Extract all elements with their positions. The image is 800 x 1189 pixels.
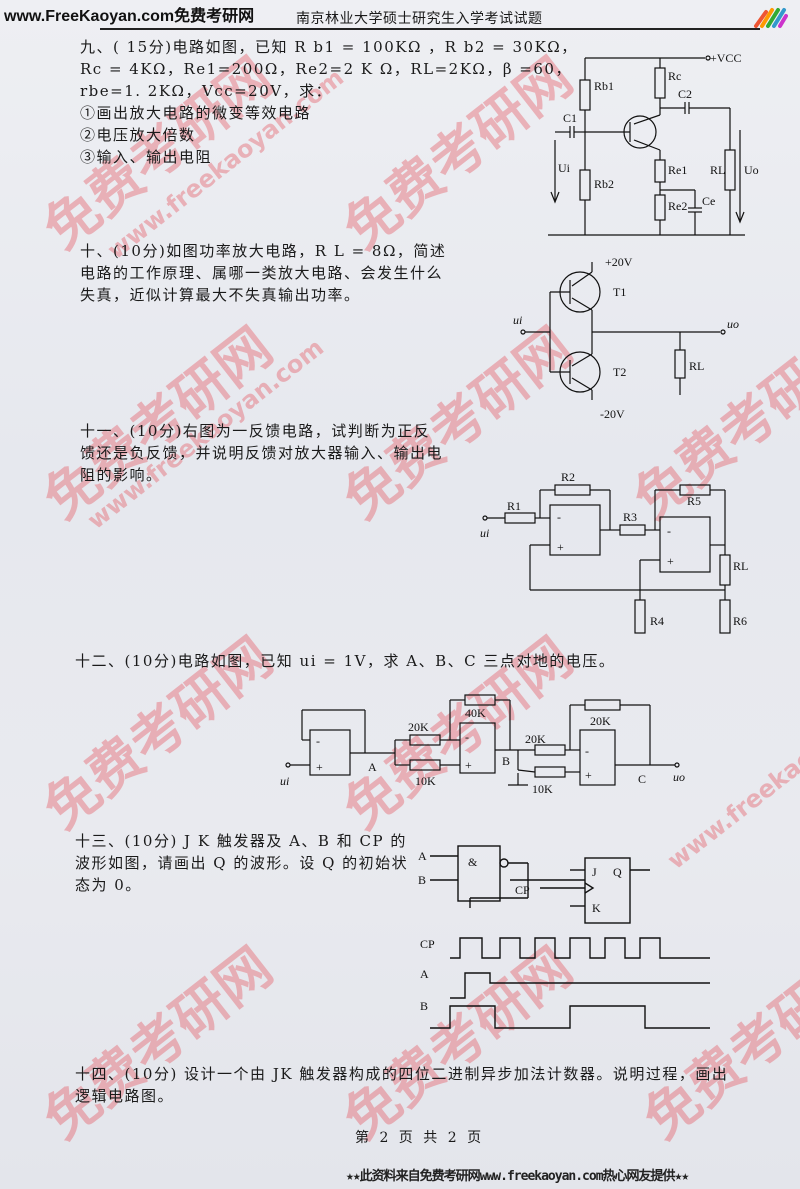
question-9: 九、( 15分)电路如图，已知 R b1 = 100KΩ ，R b2 = 30K… [80,36,578,168]
re2-label: Re2 [668,199,687,213]
cp-label: CP [515,883,530,897]
t2-label: T2 [613,365,626,379]
q12-circuit-diagram: 20K 40K 10K 20K 10K 20K A B C ui uo - + … [280,694,685,796]
r20k-label: 20K [408,720,429,734]
q14-line: 十四、(10分) 设计一个由 JK 触发器构成的四位二进制异步加法计数器。说明过… [75,1065,729,1083]
input-b-label: B [418,873,426,887]
rl-label: RL [689,359,704,373]
r4-label: R4 [650,614,664,628]
page-number: 第 2 页 共 2 页 [355,1130,485,1146]
j-label: J [592,865,597,879]
rl-label: RL [733,559,748,573]
question-14: 十四、(10分) 设计一个由 JK 触发器构成的四位二进制异步加法计数器。说明过… [75,1063,728,1107]
vneg-label: -20V [600,407,625,421]
c1-label: C1 [563,111,577,125]
ui-label: ui [513,313,522,327]
r2-label: R2 [561,470,575,484]
q9-line: ③输入、输出电阻 [80,148,213,166]
r1-label: R1 [507,499,521,513]
ui-label: Ui [558,161,571,175]
q11-line: 十一、(10分)右图为一反馈电路，试判断为正反 [80,422,431,440]
cp-waveform-label: CP [420,937,435,951]
minus-sign: - [557,510,561,524]
question-13: 十三、(10分) J K 触发器及 A、B 和 CP 的 波形如图，请画出 Q … [75,830,408,896]
q13-line: 波形如图，请画出 Q 的波形。设 Q 的初始状 [75,854,409,872]
r5-label: R5 [687,494,701,508]
header-divider [100,28,760,30]
rb2-label: Rb2 [594,177,614,191]
logo-icon [754,8,788,28]
question-10: 十、(10分)如图功率放大电路，R L = 8Ω，简述 电路的工作原理、属哪一类… [80,240,446,306]
vpos-label: +20V [605,255,633,269]
minus-sign: - [667,524,671,538]
plus-sign: + [667,554,674,568]
q11-circuit-diagram: R1 R2 R3 R4 R5 R6 RL ui - + - + [480,470,748,634]
question-11: 十一、(10分)右图为一反馈电路，试判断为正反 馈还是负反馈，并说明反馈对放大器… [80,420,443,486]
r20k-label: 20K [590,714,611,728]
r3-label: R3 [623,510,637,524]
q10-circuit-diagram: +20V -20V T1 T2 ui uo RL [513,255,739,421]
q13-line: 十三、(10分) J K 触发器及 A、B 和 CP 的 [75,832,407,850]
rl-label: RL [710,163,725,177]
q9-line: 九、( 15分)电路如图，已知 R b1 = 100KΩ ，R b2 = 30K… [80,38,578,56]
and-gate-label: & [468,855,478,869]
uo-label: uo [727,317,739,331]
r10k-label: 10K [415,774,436,788]
plus-sign: + [557,540,564,554]
rc-label: Rc [668,69,681,83]
plus-sign: + [465,758,472,772]
plus-sign: + [585,768,592,782]
q10-line: 电路的工作原理、属哪一类放大电路、会发生什么 [80,264,444,282]
q9-line: ①画出放大电路的微变等效电路 [80,104,312,122]
ui-label: ui [280,774,289,788]
q9-line: rbe=1. 2KΩ，Vcc=20V，求： [80,82,333,100]
minus-sign: - [316,734,320,748]
r10k-label: 10K [532,782,553,796]
q9-circuit-diagram: +VCC Rb1 Rb2 Rc C1 C2 Re1 Re2 Ce RL Ui U… [548,51,759,236]
input-a-label: A [418,849,427,863]
uo-label: uo [673,770,685,784]
q-label: Q [613,865,622,879]
k-label: K [592,901,601,915]
b-waveform-label: B [420,999,428,1013]
a-waveform-label: A [420,967,429,981]
r40k-label: 40K [465,706,486,720]
node-b-label: B [502,754,510,768]
exam-title: 南京林业大学硕士研究生入学考试试题 [296,11,543,27]
footer-banner: ★★此资料来自免费考研网www.freekaoyan.com热心网友提供★★ [346,1169,689,1184]
re1-label: Re1 [668,163,687,177]
r20k-label: 20K [525,732,546,746]
q13-circuit-diagram: A B & CP J K Q CP A B [418,845,710,1029]
vcc-label: +VCC [710,51,741,65]
question-12: 十二、(10分)电路如图，已知 ui = 1V，求 A、B、C 三点对地的电压。 [75,652,616,670]
t1-label: T1 [613,285,626,299]
q11-line: 阻的影响。 [80,466,163,484]
uo-label: Uo [744,163,759,177]
site-name: www.FreeKaoyan.com免费考研网 [4,8,255,25]
c2-label: C2 [678,87,692,101]
q10-line: 十、(10分)如图功率放大电路，R L = 8Ω，简述 [80,242,447,260]
q9-line: ②电压放大倍数 [80,126,196,144]
watermark: 免费考研网 [32,935,284,1152]
plus-sign: + [316,760,323,774]
q11-line: 馈还是负反馈，并说明反馈对放大器输入、输出电 [80,444,444,462]
q10-line: 失真，近似计算最大不失真输出功率。 [80,286,361,304]
minus-sign: - [465,730,469,744]
minus-sign: - [585,744,589,758]
q13-line: 态为 0。 [75,876,142,894]
r6-label: R6 [733,614,747,628]
node-a-label: A [368,760,377,774]
ui-label: ui [480,526,489,540]
node-c-label: C [638,772,646,786]
q14-line: 逻辑电路图。 [75,1087,175,1105]
ce-label: Ce [702,194,715,208]
rb1-label: Rb1 [594,79,614,93]
q9-line: Rc = 4KΩ，Re1=200Ω，Re2=2 K Ω，RL=2KΩ，β =60… [80,60,572,78]
